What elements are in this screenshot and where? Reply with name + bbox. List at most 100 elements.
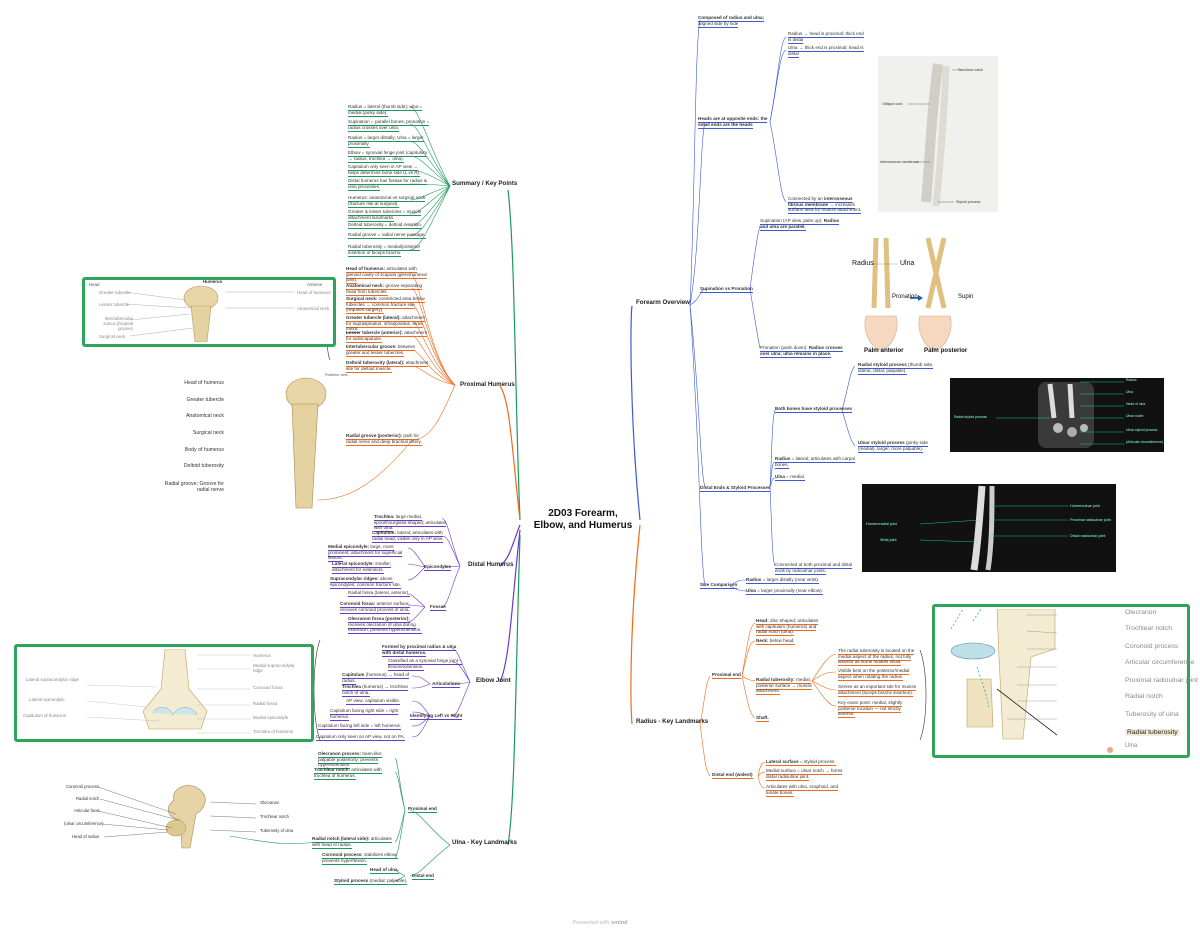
ulna-proximal-item[interactable]: Olecranon process: bean-like; palpable p…	[318, 751, 400, 770]
epicondyle-item[interactable]: Medial epicondyle: large, more prominent…	[328, 544, 406, 563]
proximal-humerus-item[interactable]: Greater tubercle (lateral): attachment f…	[346, 315, 430, 334]
identifying-item[interactable]: Capitulum facing left side = left humeru…	[318, 723, 414, 730]
node-underline: Ulna = larger proximally (near elbow).	[746, 588, 823, 595]
summary-item[interactable]: Radial tuberosity = medial/posterior ins…	[348, 244, 430, 257]
branch-elbow-joint[interactable]: Elbow Joint	[476, 677, 511, 684]
membrane-node[interactable]: Connected by an interosseous fibrous mem…	[788, 196, 866, 215]
composed-node[interactable]: Composed of radius and ulna; aligned sid…	[698, 15, 774, 28]
tuberosity-note[interactable]: Visible best on the posterior/medial asp…	[838, 668, 918, 681]
proximal-humerus-item[interactable]: Deltoid tuberosity (lateral): attachment…	[346, 360, 430, 373]
fossae-item[interactable]: Radial fossa (lateral, anterior).	[348, 590, 422, 597]
connected-node[interactable]: Connected at both proximal and distal en…	[775, 562, 857, 575]
distal-humerus-item[interactable]: Trochlea: large medial, spool/hourglass-…	[374, 514, 452, 533]
identifying-node[interactable]: Identifying Left vs Right	[410, 713, 463, 720]
summary-item[interactable]: Radius = lateral (thumb side); ulna = me…	[348, 104, 430, 117]
radius-distal-item[interactable]: Medial surface = ulnar notch → forms dis…	[766, 768, 848, 781]
supination-node[interactable]: Supination vs Pronation	[700, 286, 753, 293]
node-underline: Connected by an interosseous fibrous mem…	[788, 196, 862, 215]
epicondyle-item[interactable]: Supracondylar ridges: above epicondyles;…	[330, 576, 408, 589]
proximal-humerus-item[interactable]: Lesser tubercle (anterior): attachment f…	[346, 330, 430, 343]
ulna-proximal-item[interactable]: Coronoid process: stabilizes elbow; prev…	[322, 852, 404, 865]
radius-distal-item[interactable]: Lateral surface = styloid process.	[766, 759, 848, 766]
branch-ulna-landmarks[interactable]: Ulna - Key Landmarks	[452, 839, 517, 846]
branch-distal-humerus[interactable]: Distal Humerus	[468, 561, 514, 568]
node-bold: Ulna	[746, 588, 756, 593]
node-bold: Trochlea	[342, 684, 361, 689]
proximal-humerus-item[interactable]: Surgical neck: constricted area below tu…	[346, 296, 430, 315]
summary-item[interactable]: Distal humerus has fossae for radius & u…	[348, 178, 430, 191]
fossae-item[interactable]: Olecranon fossa (posterior): receives ol…	[348, 616, 422, 635]
styloid-item-ulna[interactable]: Ulna = medial.	[775, 474, 857, 481]
proximal-humerus-item[interactable]: Anatomical neck: groove separating head …	[346, 283, 430, 296]
size-item[interactable]: Ulna = larger proximally (near elbow).	[746, 588, 836, 595]
summary-item[interactable]: Greater & lesser tubercles = muscle atta…	[348, 209, 430, 222]
proximal-humerus-item[interactable]: Radial groove (posterior): path for radi…	[346, 433, 430, 446]
radius-proximal-item[interactable]: Radial tuberosity: medial, posterior sur…	[756, 677, 826, 696]
radius-distal-item[interactable]: Articulates with ulna, scaphoid, and lun…	[766, 784, 848, 797]
heads-item[interactable]: Radius → head is proximal; thick end is …	[788, 31, 868, 44]
epicondyles-node[interactable]: Epicondyles	[424, 564, 452, 571]
size-node[interactable]: Size Comparison	[700, 582, 738, 589]
summary-item[interactable]: Capitulum only seen in AP view → helps d…	[348, 164, 430, 177]
node-underline: Connected at both proximal and distal en…	[775, 562, 853, 575]
distal-styloid-node[interactable]: Distal Ends & Styloid Processes	[700, 485, 771, 492]
central-topic[interactable]: 2D03 Forearm, Elbow, and Humerus	[528, 508, 638, 532]
node-bold: Shaft.	[756, 715, 769, 720]
styloid-item-radius[interactable]: Radius = lateral; articulates with carpa…	[775, 456, 857, 469]
tuberosity-note[interactable]: Serves as an important site for muscle a…	[838, 684, 918, 697]
radius-distal-node[interactable]: Distal end (widest)	[712, 772, 753, 779]
radius-proximal-node[interactable]: Proximal end	[712, 672, 741, 679]
summary-item[interactable]: Radius = larger distally; Ulna = larger …	[348, 135, 430, 148]
elbow-item[interactable]: Classified as a synovial hinge joint – f…	[388, 658, 464, 671]
proximal-humerus-item[interactable]: Head of humerus: articulates with glenoi…	[346, 266, 430, 285]
proximal-humerus-item[interactable]: Intertubercular groove: between greater …	[346, 344, 430, 357]
summary-item[interactable]: Deltoid tuberosity = deltoid insertion.	[348, 222, 430, 229]
fossae-node[interactable]: Fossae	[430, 604, 446, 611]
branch-forearm-overview[interactable]: Forearm Overview	[636, 299, 690, 306]
radius-proximal-item[interactable]: Head: disc-shaped; articulates with capi…	[756, 618, 826, 637]
node-text: Articulates with ulna, scaphoid, and lun…	[766, 784, 839, 795]
radius-proximal-item[interactable]: Neck: below head.	[756, 638, 826, 645]
identifying-item[interactable]: Capitulum facing right side = right hume…	[330, 708, 400, 721]
node-text: path for radial nerve and deep brachial …	[346, 433, 422, 444]
branch-proximal-humerus[interactable]: Proximal Humerus	[460, 381, 515, 388]
ulna-proximal-node[interactable]: Proximal end	[408, 806, 437, 813]
epicondyles-label: Epicondyles	[424, 564, 452, 571]
photo-label-trochlear-notch: Trochlear notch	[958, 68, 983, 72]
summary-item[interactable]: Supination = parallel bones; pronation =…	[348, 119, 430, 132]
elbow-item[interactable]: Formed by proximal radius & ulna with di…	[382, 644, 458, 657]
supination-item[interactable]: Supination (AP view, palm up): Radius an…	[760, 218, 844, 231]
ulna-distal-item[interactable]: Head of ulna.	[370, 867, 450, 874]
branch-summary[interactable]: Summary / Key Points	[452, 180, 518, 187]
articulation-item[interactable]: Trochlea (humerus) → trochlear notch of …	[342, 684, 418, 697]
articulation-item[interactable]: Capitulum (humerus) → head of radius.	[342, 672, 418, 685]
styloid-item-ulnar[interactable]: Ulnar styloid process (pinky side (media…	[858, 440, 940, 453]
branch-line-elbow-joint	[499, 529, 521, 683]
identifying-item[interactable]: AP view: capitulum visible.	[346, 698, 442, 705]
tuberosity-note[interactable]: Key exam point: medial, slightly posteri…	[838, 700, 918, 719]
identifying-item[interactable]: Capitulum only seen on AP view, not on P…	[316, 734, 412, 741]
distal-styloid-label: Distal Ends & Styloid Processes	[700, 485, 771, 492]
both-styloid-node[interactable]: Both bones have styloid processes	[775, 406, 853, 413]
articulations-node[interactable]: Articulations	[432, 681, 461, 688]
xray2-left-label: Wrist joint	[880, 538, 897, 542]
size-item[interactable]: Radius = larger distally (near wrist).	[746, 577, 836, 584]
ulna-distal-node[interactable]: Distal end	[412, 873, 434, 880]
heads-node[interactable]: Heads are at opposite ends: the small en…	[698, 116, 774, 129]
distal-humerus-item[interactable]: Capitulum: lateral; articulates with rad…	[372, 530, 450, 543]
supination-item[interactable]: Pronation (palm down): Radius crosses ov…	[760, 345, 844, 358]
node-bold: Radius	[775, 456, 791, 461]
tuberosity-note[interactable]: The radial tuberosity is located on the …	[838, 648, 918, 667]
fossae-item[interactable]: Coronoid fossa: anterior surface; receiv…	[340, 601, 414, 614]
ulna-proximal-item[interactable]: Radial notch (lateral side): articulates…	[312, 836, 394, 849]
radius-proximal-item[interactable]: Shaft.	[756, 715, 826, 722]
summary-item[interactable]: Humerus: anatomical vs surgical neck (fr…	[348, 195, 430, 208]
branch-radius-landmarks[interactable]: Radius - Key Landmarks	[636, 718, 709, 725]
summary-item[interactable]: Elbow = synovial hinge joint (capitulum …	[348, 150, 430, 163]
styloid-item-radial[interactable]: Radial styloid process (thumb side, late…	[858, 362, 940, 375]
ulna-proximal-item[interactable]: Trochlear notch: articulates with trochl…	[314, 767, 396, 780]
summary-item[interactable]: Radial groove = radial nerve passage.	[348, 232, 430, 239]
ulna-distal-item[interactable]: Styloid process (medial; palpable).	[334, 878, 414, 885]
epicondyle-item[interactable]: Lateral epicondyle: smaller; attachment …	[332, 561, 410, 574]
heads-item[interactable]: Ulna → thick end is proximal; head is di…	[788, 45, 868, 58]
